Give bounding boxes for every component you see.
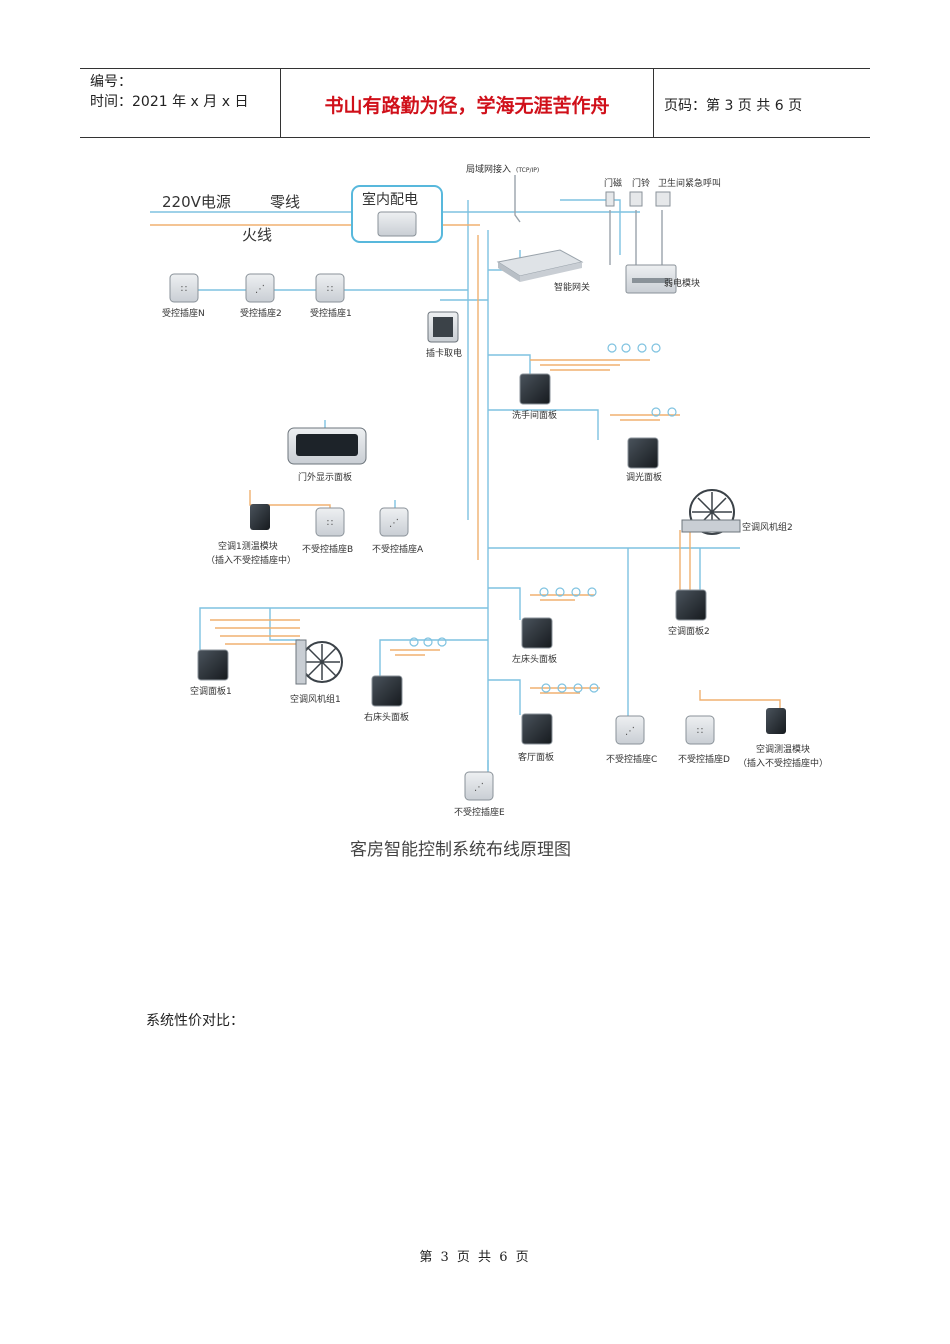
washroom-label: 洗手间面板 — [512, 409, 557, 421]
svg-text:⋰: ⋰ — [474, 782, 484, 793]
socket-b-label: 不受控插座B — [302, 543, 353, 555]
lamp-icons — [409, 343, 677, 693]
fan-2-label: 空调风机组2 — [742, 521, 793, 533]
ac-sensor-1 — [250, 504, 270, 530]
header-info-cell: 编号： 时间：2021 年 x 月 x 日 — [80, 69, 281, 137]
power-label: 220V电源 — [162, 193, 231, 211]
socket-a: ⋰ — [379, 507, 409, 537]
gateway-label: 智能网关 — [554, 281, 590, 293]
ac-panel-1-label: 空调面板1 — [190, 685, 232, 697]
ac-sensor-2 — [766, 708, 786, 734]
socket-c-label: 不受控插座C — [606, 753, 657, 765]
socket-1: ∷ — [315, 273, 345, 303]
card-switch-face — [433, 317, 453, 337]
door-mag-label: 门磁 — [604, 177, 622, 189]
socket-2: ⋰ — [245, 273, 275, 303]
svg-text:⋰: ⋰ — [255, 284, 265, 295]
door-sensor-icons — [605, 191, 671, 207]
network-label: 局域网接入 — [466, 163, 511, 175]
section-heading: 系统性价对比： — [146, 1013, 244, 1029]
socket-b: ∷ — [315, 507, 345, 537]
ac-panel-2 — [675, 589, 707, 621]
ac-sensor-2-label: 空调测温模块 — [756, 743, 810, 755]
socket-d-label: 不受控插座D — [678, 753, 730, 765]
diagram-title: 客房智能控制系统布线原理图 — [350, 840, 571, 860]
svg-text:⋰: ⋰ — [625, 726, 635, 737]
neutral-label: 零线 — [270, 193, 300, 211]
distribution-box — [351, 185, 443, 243]
socket-2-label: 受控插座2 — [240, 307, 282, 319]
date-label: 时间：2021 年 x 月 x 日 — [90, 94, 249, 110]
ac-panel-1 — [197, 649, 229, 681]
bath-emergency-label: 卫生间紧急呼叫 — [658, 177, 721, 189]
ac-sensor-1-label: 空调1测温模块 — [218, 540, 278, 552]
card-label: 插卡取电 — [426, 347, 462, 359]
socket-n-label: 受控插座N — [162, 307, 205, 319]
header-page-cell: 页码：第 3 页 共 6 页 — [654, 69, 870, 137]
washroom-panel — [519, 373, 551, 405]
ac-sensor-2-note: （插入不受控插座中） — [738, 757, 828, 769]
svg-text:∷: ∷ — [327, 518, 333, 529]
right-bed-label: 右床头面板 — [364, 711, 409, 723]
ac-panel-2-label: 空调面板2 — [668, 625, 710, 637]
dimmer-panel — [627, 437, 659, 469]
relay-module — [625, 264, 677, 294]
doorbell-label: 门铃 — [632, 177, 650, 189]
page-footer: 第 3 页 共 6 页 — [419, 1250, 531, 1265]
fan-unit-1 — [295, 639, 343, 685]
left-bed-panel — [521, 617, 553, 649]
svg-text:∷: ∷ — [181, 284, 187, 295]
header-table: 编号： 时间：2021 年 x 月 x 日 书山有路勤为径，学海无涯苦作舟 页码… — [80, 68, 870, 138]
distribution-label: 室内配电 — [362, 191, 418, 208]
svg-text:∷: ∷ — [327, 284, 333, 295]
relay-label: 弱电模块 — [664, 277, 700, 289]
svg-text:⋰: ⋰ — [389, 518, 399, 529]
living-label: 客厅面板 — [518, 751, 554, 763]
socket-d: ∷ — [685, 715, 715, 745]
fan-1-label: 空调风机组1 — [290, 693, 341, 705]
network-proto: (TCP/IP) — [516, 167, 539, 174]
ac-sensor-1-note: （插入不受控插座中） — [206, 554, 296, 566]
page-label: 页码：第 3 页 共 6 页 — [664, 98, 803, 114]
socket-e: ⋰ — [464, 771, 494, 801]
living-panel — [521, 713, 553, 745]
svg-text:∷: ∷ — [697, 726, 703, 737]
dimmer-label: 调光面板 — [626, 471, 662, 483]
gateway-device — [496, 249, 584, 282]
number-label: 编号： — [90, 74, 132, 90]
socket-n: ∷ — [169, 273, 199, 303]
socket-e-label: 不受控插座E — [454, 806, 505, 818]
fan-unit-2 — [681, 489, 741, 535]
door-display-label: 门外显示面板 — [298, 471, 352, 483]
door-display-panel — [287, 427, 367, 465]
socket-a-label: 不受控插座A — [372, 543, 424, 555]
header-motto-cell: 书山有路勤为径，学海无涯苦作舟 — [281, 69, 654, 137]
socket-1-label: 受控插座1 — [310, 307, 352, 319]
live-label: 火线 — [242, 226, 272, 244]
right-bed-panel — [371, 675, 403, 707]
left-bed-label: 左床头面板 — [512, 653, 557, 665]
socket-c: ⋰ — [615, 715, 645, 745]
motto: 书山有路勤为径，学海无涯苦作舟 — [324, 95, 610, 117]
